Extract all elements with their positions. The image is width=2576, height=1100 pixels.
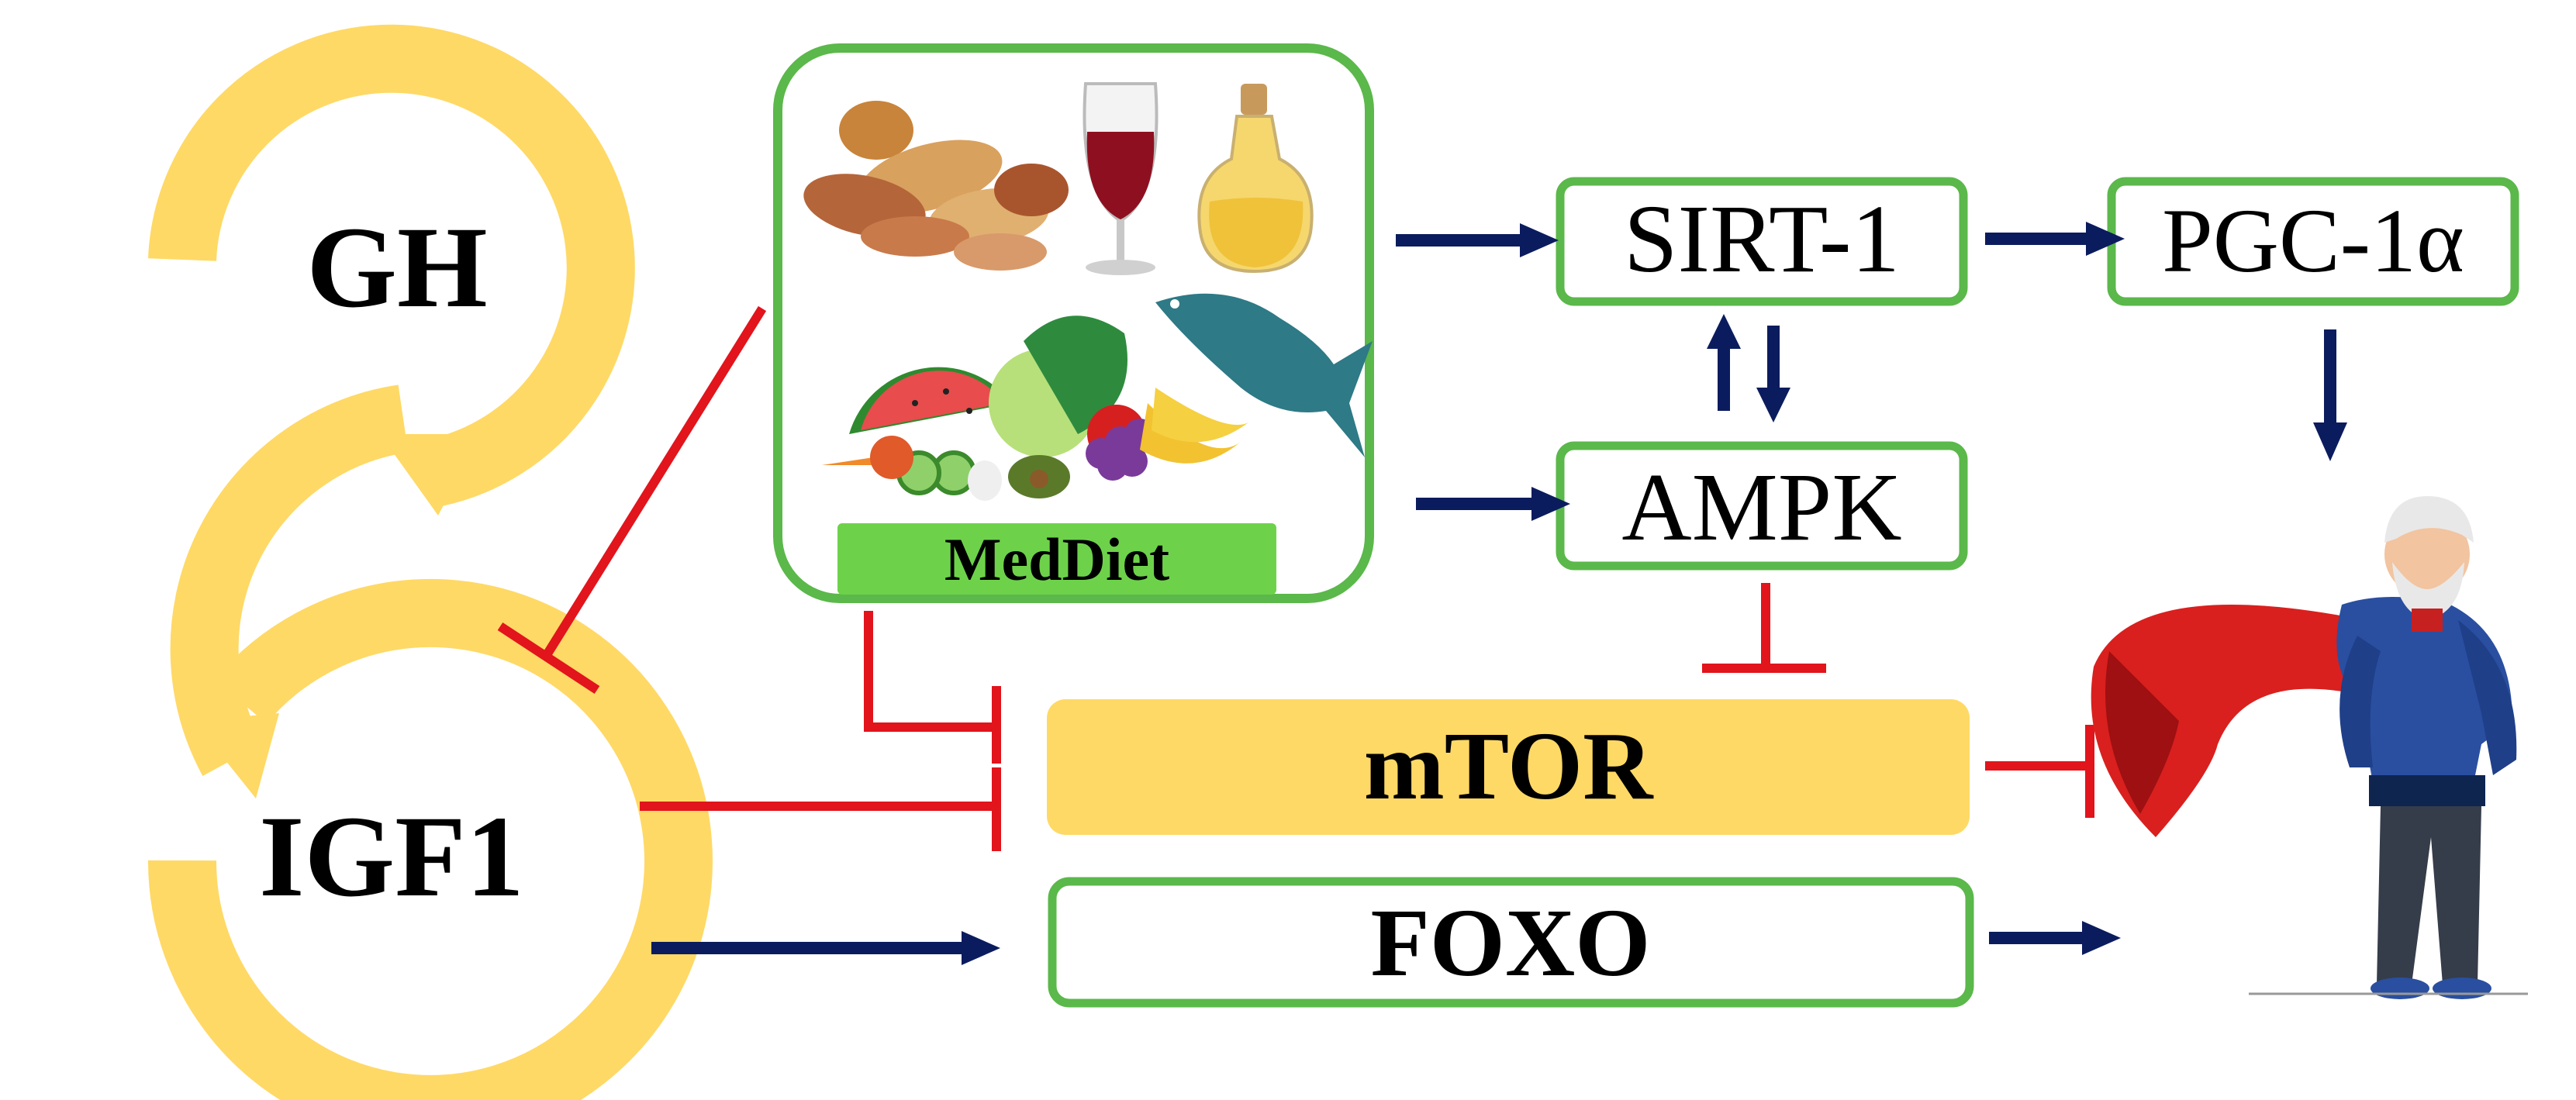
fish-icon <box>1155 293 1373 457</box>
inhibit-meddiet-igf1 <box>542 305 767 658</box>
elderly-superhero-icon <box>2091 496 2528 999</box>
gh-loop <box>148 24 635 516</box>
arrowhead-meddiet-ampk <box>1531 487 1570 521</box>
meddiet-box: MedDiet <box>773 43 1374 603</box>
gh-label: GH <box>306 203 487 332</box>
arrowhead-igf1-foxo <box>962 931 1000 965</box>
arrowhead-foxo-elder <box>2082 921 2121 955</box>
igf1-label: IGF1 <box>259 792 524 921</box>
ampk-label: AMPK <box>1621 454 1901 561</box>
inhibit-meddiet-igf1-bar <box>497 622 600 695</box>
pgc1a-box: PGC-1α <box>2107 177 2519 306</box>
foxo-box: FOXO <box>1048 877 1974 1008</box>
wine-glass-icon <box>1083 82 1159 275</box>
arrowhead-sirt1-pgc1a <box>2086 222 2125 256</box>
arrowhead-sirt1-down-ampk <box>1756 388 1790 422</box>
mtor-box: mTOR <box>1047 699 1970 835</box>
foxo-label: FOXO <box>1370 890 1650 997</box>
ampk-box: AMPK <box>1556 441 1968 571</box>
fruits-vegetables-icon <box>822 316 1248 501</box>
sirt1-label: SIRT-1 <box>1624 186 1900 293</box>
sirt1-box: SIRT-1 <box>1556 177 1968 306</box>
inhibit-meddiet-mtor <box>864 611 996 732</box>
olive-oil-bottle-icon <box>1197 84 1314 274</box>
mtor-label: mTOR <box>1364 713 1654 820</box>
arrowhead-meddiet-sirt1 <box>1520 223 1559 257</box>
arrowhead-pgc1a-down-elder <box>2313 422 2347 461</box>
pgc1a-label: PGC-1α <box>2162 190 2464 291</box>
middle-loop <box>170 384 409 798</box>
meddiet-label: MedDiet <box>944 526 1169 593</box>
arrowhead-ampk-up-sirt1 <box>1707 314 1741 349</box>
nuts-icon <box>803 101 1069 271</box>
